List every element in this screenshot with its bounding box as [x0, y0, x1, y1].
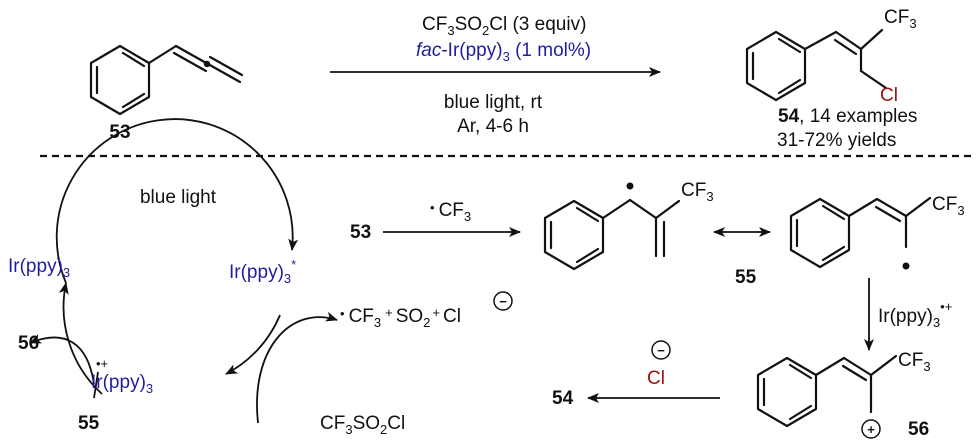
- mech-chloride-minus: −: [657, 343, 665, 358]
- conditions-atmosphere: Ar, 4-6 h: [457, 116, 529, 137]
- mech-label-55: 55: [735, 267, 757, 288]
- product-label-54: 54, 14 examples: [778, 106, 917, 127]
- ir-oxidized-radical-cation: •+: [96, 356, 108, 371]
- mech-cf3-b: CF3: [932, 194, 965, 218]
- cycle-arc-regeneration: [58, 282, 103, 395]
- mech-cf3-a: CF3: [681, 180, 714, 204]
- mech-label-53: 53: [350, 222, 371, 243]
- ir-oxidized-state: Ir(ppy)3: [91, 372, 153, 396]
- product-yields: 31-72% yields: [777, 130, 896, 151]
- side-arrow-56-out: [29, 334, 95, 385]
- chloride-minus: −: [499, 294, 507, 309]
- chloride-charge-circle: [493, 291, 513, 311]
- structure-55-radical-b: [789, 196, 932, 270]
- cation-plus: +: [867, 422, 875, 437]
- mech-label-54: 54: [552, 388, 574, 409]
- structure-53-allene: [89, 44, 244, 116]
- ir-ground-state: Ir(ppy)3: [8, 256, 70, 280]
- product-chlorine: Cl: [880, 85, 898, 106]
- product-cf3: CF3: [884, 7, 917, 31]
- mech-chloride: Cl: [647, 368, 665, 389]
- cycle-byproducts: •CF3+SO2+Cl: [340, 305, 461, 330]
- cycle-reagent-cf3so2cl: CF3SO2Cl: [320, 413, 405, 437]
- catalyst-label: fac-Ir(ppy)3 (1 mol%): [416, 40, 591, 64]
- side-arrow-55-in: [93, 371, 99, 399]
- structure-56-cation: [756, 354, 898, 439]
- cycle-label-55: 55: [78, 413, 100, 434]
- conditions-light: blue light, rt: [444, 92, 543, 113]
- mech-chloride-charge: [651, 340, 671, 360]
- cycle-arc-excitation: [55, 118, 299, 284]
- mech-oxidant: Ir(ppy)3•+: [878, 299, 952, 330]
- mech-cf3-radical: •CF3: [430, 200, 471, 224]
- cycle-label-56: 56: [18, 333, 39, 354]
- ir-excited-state: Ir(ppy)3*: [229, 257, 296, 286]
- cycle-blue-light: blue light: [140, 187, 217, 208]
- mech-label-56: 56: [908, 419, 929, 440]
- reagent-cf3so2cl-top: CF3SO2Cl (3 equiv): [422, 14, 586, 38]
- structure-55-radical-a: [543, 182, 681, 271]
- structure-54-product: [745, 28, 888, 102]
- cycle-arc-oxidative-quench: [225, 314, 281, 375]
- mech-cf3-c: CF3: [898, 350, 931, 374]
- side-arrow-reagent-in: [256, 311, 338, 424]
